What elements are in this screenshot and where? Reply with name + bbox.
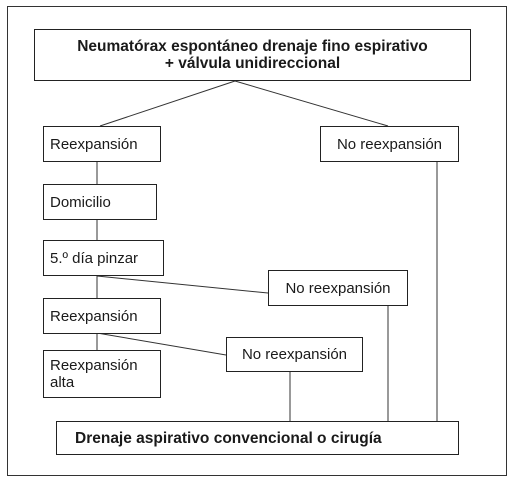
pinzar-label: 5.º día pinzar: [50, 249, 139, 267]
reexpansion-label-1: Reexpansión: [50, 135, 138, 153]
reexpansion-box-2: Reexpansión: [43, 298, 161, 334]
no-reexpansion-label-1: No reexpansión: [336, 135, 443, 153]
domicilio-label: Domicilio: [50, 193, 111, 211]
line-top-to-reexpansion: [99, 80, 236, 127]
reexpansion-label-2: Reexpansión: [50, 307, 138, 325]
line-reexpansion-to-no-reexpansion: [96, 332, 227, 356]
no-reexpansion-box-1: No reexpansión: [320, 126, 459, 162]
line-pinzar-to-no-reexpansion: [96, 275, 269, 294]
reexpansion-box-1: Reexpansión: [43, 126, 161, 162]
no-reexpansion-box-3: No reexpansión: [226, 337, 363, 372]
reexpansion-alta-label: Reexpansión alta: [50, 357, 138, 391]
no-reexpansion-box-2: No reexpansión: [268, 270, 408, 306]
reexpansion-alta-box: Reexpansión alta: [43, 350, 161, 398]
line-top-to-no-reexpansion: [234, 80, 389, 127]
bottom-box: Drenaje aspirativo convencional o cirugí…: [56, 421, 459, 455]
bottom-box-label: Drenaje aspirativo convencional o cirugí…: [75, 429, 382, 447]
domicilio-box: Domicilio: [43, 184, 157, 220]
top-box-label: Neumatórax espontáneo drenaje fino espir…: [77, 38, 428, 72]
diagram-frame: [7, 6, 507, 476]
no-reexpansion-label-2: No reexpansión: [285, 279, 391, 297]
no-reexpansion-label-3: No reexpansión: [241, 346, 348, 363]
pinzar-box: 5.º día pinzar: [43, 240, 164, 276]
top-box: Neumatórax espontáneo drenaje fino espir…: [34, 29, 471, 81]
